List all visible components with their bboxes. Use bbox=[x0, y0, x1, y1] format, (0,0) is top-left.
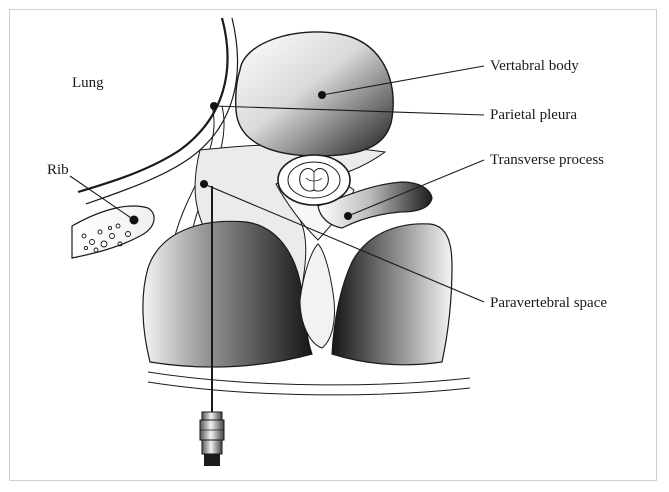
label-paravertebral-space: Paravertebral space bbox=[490, 296, 607, 311]
paravertebral-space-dot bbox=[200, 180, 208, 188]
label-vertebral-body: Vertabral body bbox=[490, 59, 579, 74]
label-rib: Rib bbox=[47, 163, 69, 178]
label-transverse-process: Transverse process bbox=[490, 153, 604, 168]
rib-dot bbox=[130, 216, 139, 225]
spinal-canal bbox=[278, 155, 350, 205]
vertebral-body bbox=[236, 32, 394, 156]
parietal-pleura-dot bbox=[210, 102, 218, 110]
vertebral-body-dot bbox=[318, 91, 326, 99]
transverse-process-dot bbox=[344, 212, 352, 220]
label-lung: Lung bbox=[72, 76, 104, 91]
label-parietal-pleura: Parietal pleura bbox=[490, 108, 577, 123]
rib bbox=[72, 206, 154, 258]
skin-layers bbox=[148, 372, 470, 395]
